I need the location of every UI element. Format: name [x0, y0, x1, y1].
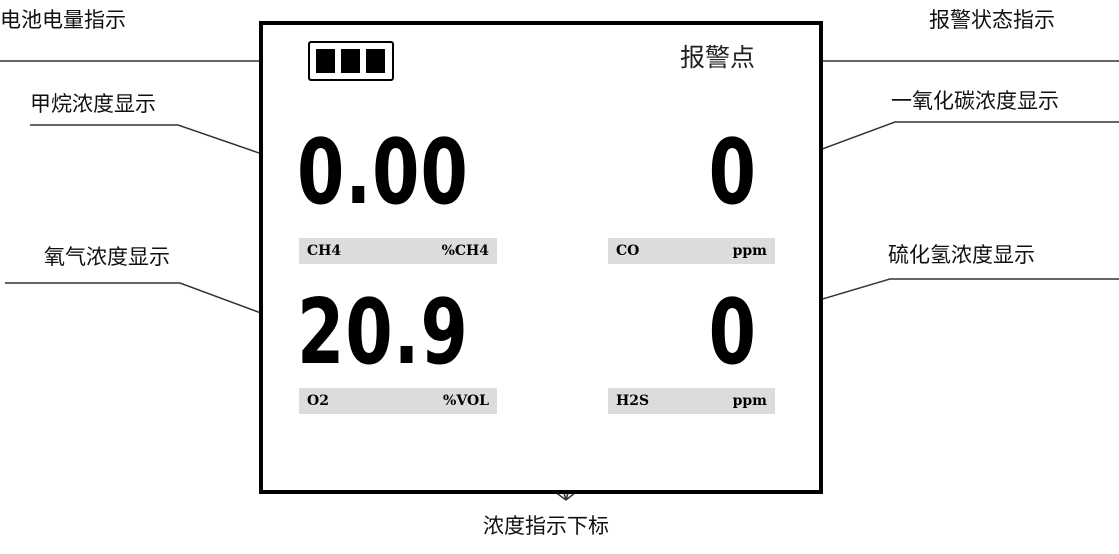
h2s-gas-name: H2S: [616, 393, 650, 409]
alarm-status-indicator-label: 报警状态指示: [929, 8, 1055, 32]
oxygen-gas-name: O2: [307, 393, 329, 409]
methane-value: 0.00: [297, 121, 469, 226]
co-unit: ppm: [732, 243, 767, 259]
h2s-value: 0: [708, 281, 757, 386]
co-gas-name: CO: [616, 243, 640, 259]
oxygen-unit: %VOL: [443, 393, 489, 409]
oxygen-display-label: 氧气浓度显示: [44, 245, 170, 269]
methane-display-label: 甲烷浓度显示: [30, 92, 156, 116]
battery-icon: [308, 41, 394, 81]
methane-leader: [30, 124, 289, 164]
co-value: 0: [708, 121, 757, 226]
battery-cell: [341, 49, 360, 73]
oxygen-leader: [5, 282, 289, 324]
display-screen: 报警点 0.00 0 CH4 %CH4 CO ppm 20.9 0 O2 %VO…: [259, 21, 823, 494]
h2s-label-strip: H2S ppm: [608, 388, 775, 414]
battery-indicator-label: 电池电量指示: [0, 8, 126, 32]
methane-gas-name: CH4: [307, 243, 342, 259]
battery-cell: [366, 49, 385, 73]
co-display-label: 一氧化碳浓度显示: [891, 89, 1059, 113]
battery-cell: [316, 49, 335, 73]
h2s-unit: ppm: [732, 393, 767, 409]
oxygen-value: 20.9: [297, 281, 469, 386]
methane-unit: %CH4: [441, 243, 489, 259]
oxygen-label-strip: O2 %VOL: [299, 388, 497, 414]
methane-label-strip: CH4 %CH4: [299, 238, 497, 264]
alarm-point-label: 报警点: [679, 43, 755, 72]
co-label-strip: CO ppm: [608, 238, 775, 264]
h2s-display-label: 硫化氢浓度显示: [888, 243, 1035, 267]
unit-subscript-label: 浓度指示下标: [483, 514, 609, 538]
